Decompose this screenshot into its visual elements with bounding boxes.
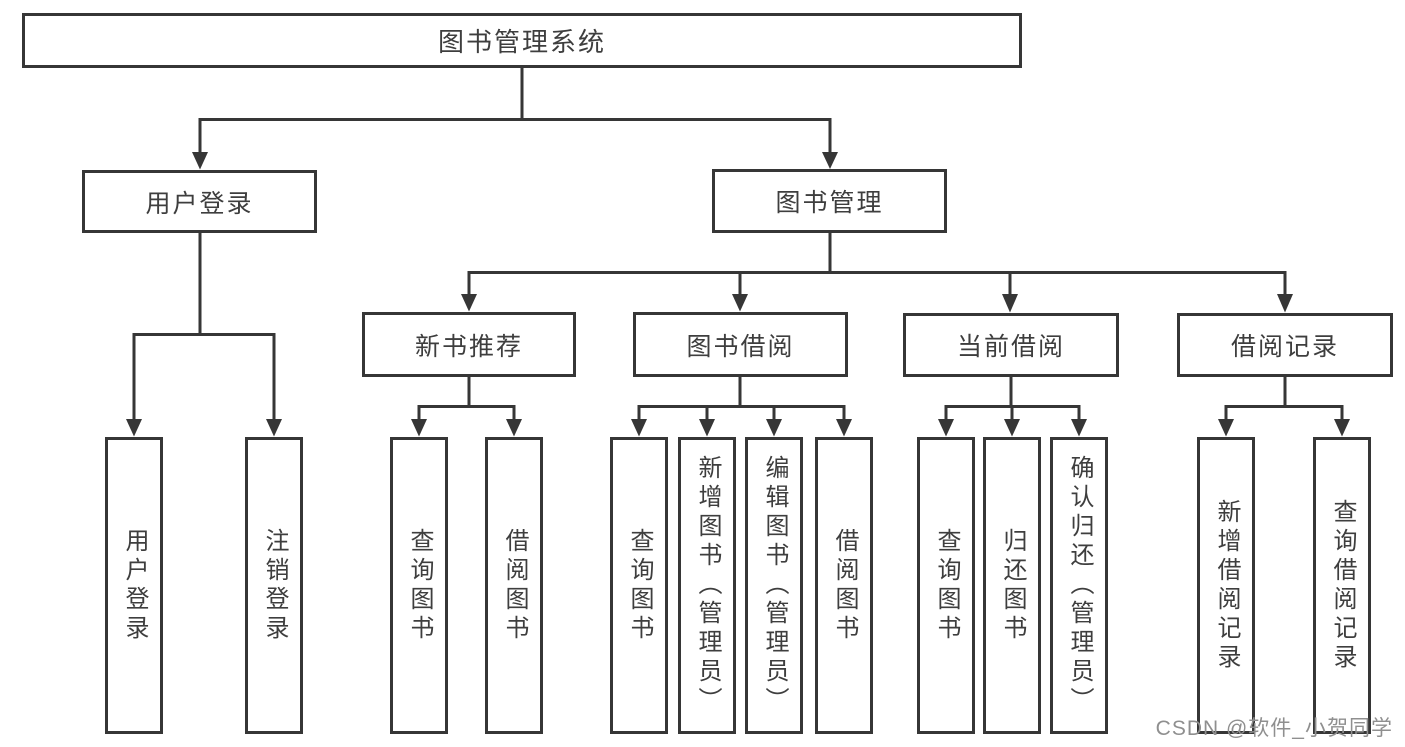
leaf-user-login: 用户登录 [105, 437, 163, 734]
node-user-login-branch-label: 用户登录 [145, 189, 254, 218]
leaf-borrow-book-recommend-label: 借阅图书 [501, 527, 528, 644]
leaf-add-book-admin: 新增图书（管理员） [678, 437, 736, 734]
node-book-management-label: 图书管理 [775, 189, 884, 217]
node-current-borrowing: 当前借阅 [903, 313, 1119, 377]
leaf-query-borrow-record: 查询借阅记录 [1313, 437, 1371, 734]
leaf-return-book: 归还图书 [983, 437, 1041, 734]
leaf-user-login-label: 用户登录 [121, 527, 148, 644]
node-new-book-recommend-label: 新书推荐 [414, 332, 523, 361]
node-borrowing-records-label: 借阅记录 [1230, 333, 1339, 361]
node-current-borrowing-label: 当前借阅 [956, 333, 1065, 361]
leaf-edit-book-admin-label: 编辑图书（管理员） [761, 455, 788, 716]
leaf-query-book-borrowing-label: 查询图书 [626, 527, 653, 644]
leaf-logout-label: 注销登录 [261, 527, 288, 644]
node-borrowing-records: 借阅记录 [1177, 313, 1393, 377]
leaf-logout: 注销登录 [245, 437, 303, 734]
leaf-query-book-current: 查询图书 [917, 437, 975, 734]
leaf-query-book-recommend-label: 查询图书 [406, 527, 433, 644]
node-new-book-recommend: 新书推荐 [362, 312, 576, 377]
node-book-borrowing: 图书借阅 [633, 312, 848, 377]
leaf-return-book-label: 归还图书 [999, 527, 1026, 644]
leaf-borrow-book: 借阅图书 [815, 437, 873, 734]
node-root-label: 图书管理系统 [437, 27, 606, 57]
node-book-management: 图书管理 [712, 169, 947, 233]
leaf-add-borrow-record: 新增借阅记录 [1197, 437, 1255, 734]
node-book-borrowing-label: 图书借阅 [686, 332, 795, 361]
leaf-edit-book-admin: 编辑图书（管理员） [745, 437, 803, 734]
leaf-borrow-book-recommend: 借阅图书 [485, 437, 543, 734]
leaf-query-borrow-record-label: 查询借阅记录 [1329, 498, 1356, 673]
watermark-text: CSDN @软件_小贺同学 [1155, 717, 1393, 740]
leaf-query-book-current-label: 查询图书 [933, 527, 960, 644]
leaf-confirm-return-admin: 确认归还（管理员） [1050, 437, 1108, 734]
node-root: 图书管理系统 [22, 13, 1022, 68]
leaf-query-book-borrowing: 查询图书 [610, 437, 668, 734]
leaf-query-book-recommend: 查询图书 [390, 437, 448, 734]
leaf-add-book-admin-label: 新增图书（管理员） [694, 455, 721, 716]
node-user-login-branch: 用户登录 [82, 170, 317, 233]
leaf-confirm-return-admin-label: 确认归还（管理员） [1066, 455, 1093, 716]
leaf-add-borrow-record-label: 新增借阅记录 [1213, 498, 1240, 673]
leaf-borrow-book-label: 借阅图书 [831, 527, 858, 644]
